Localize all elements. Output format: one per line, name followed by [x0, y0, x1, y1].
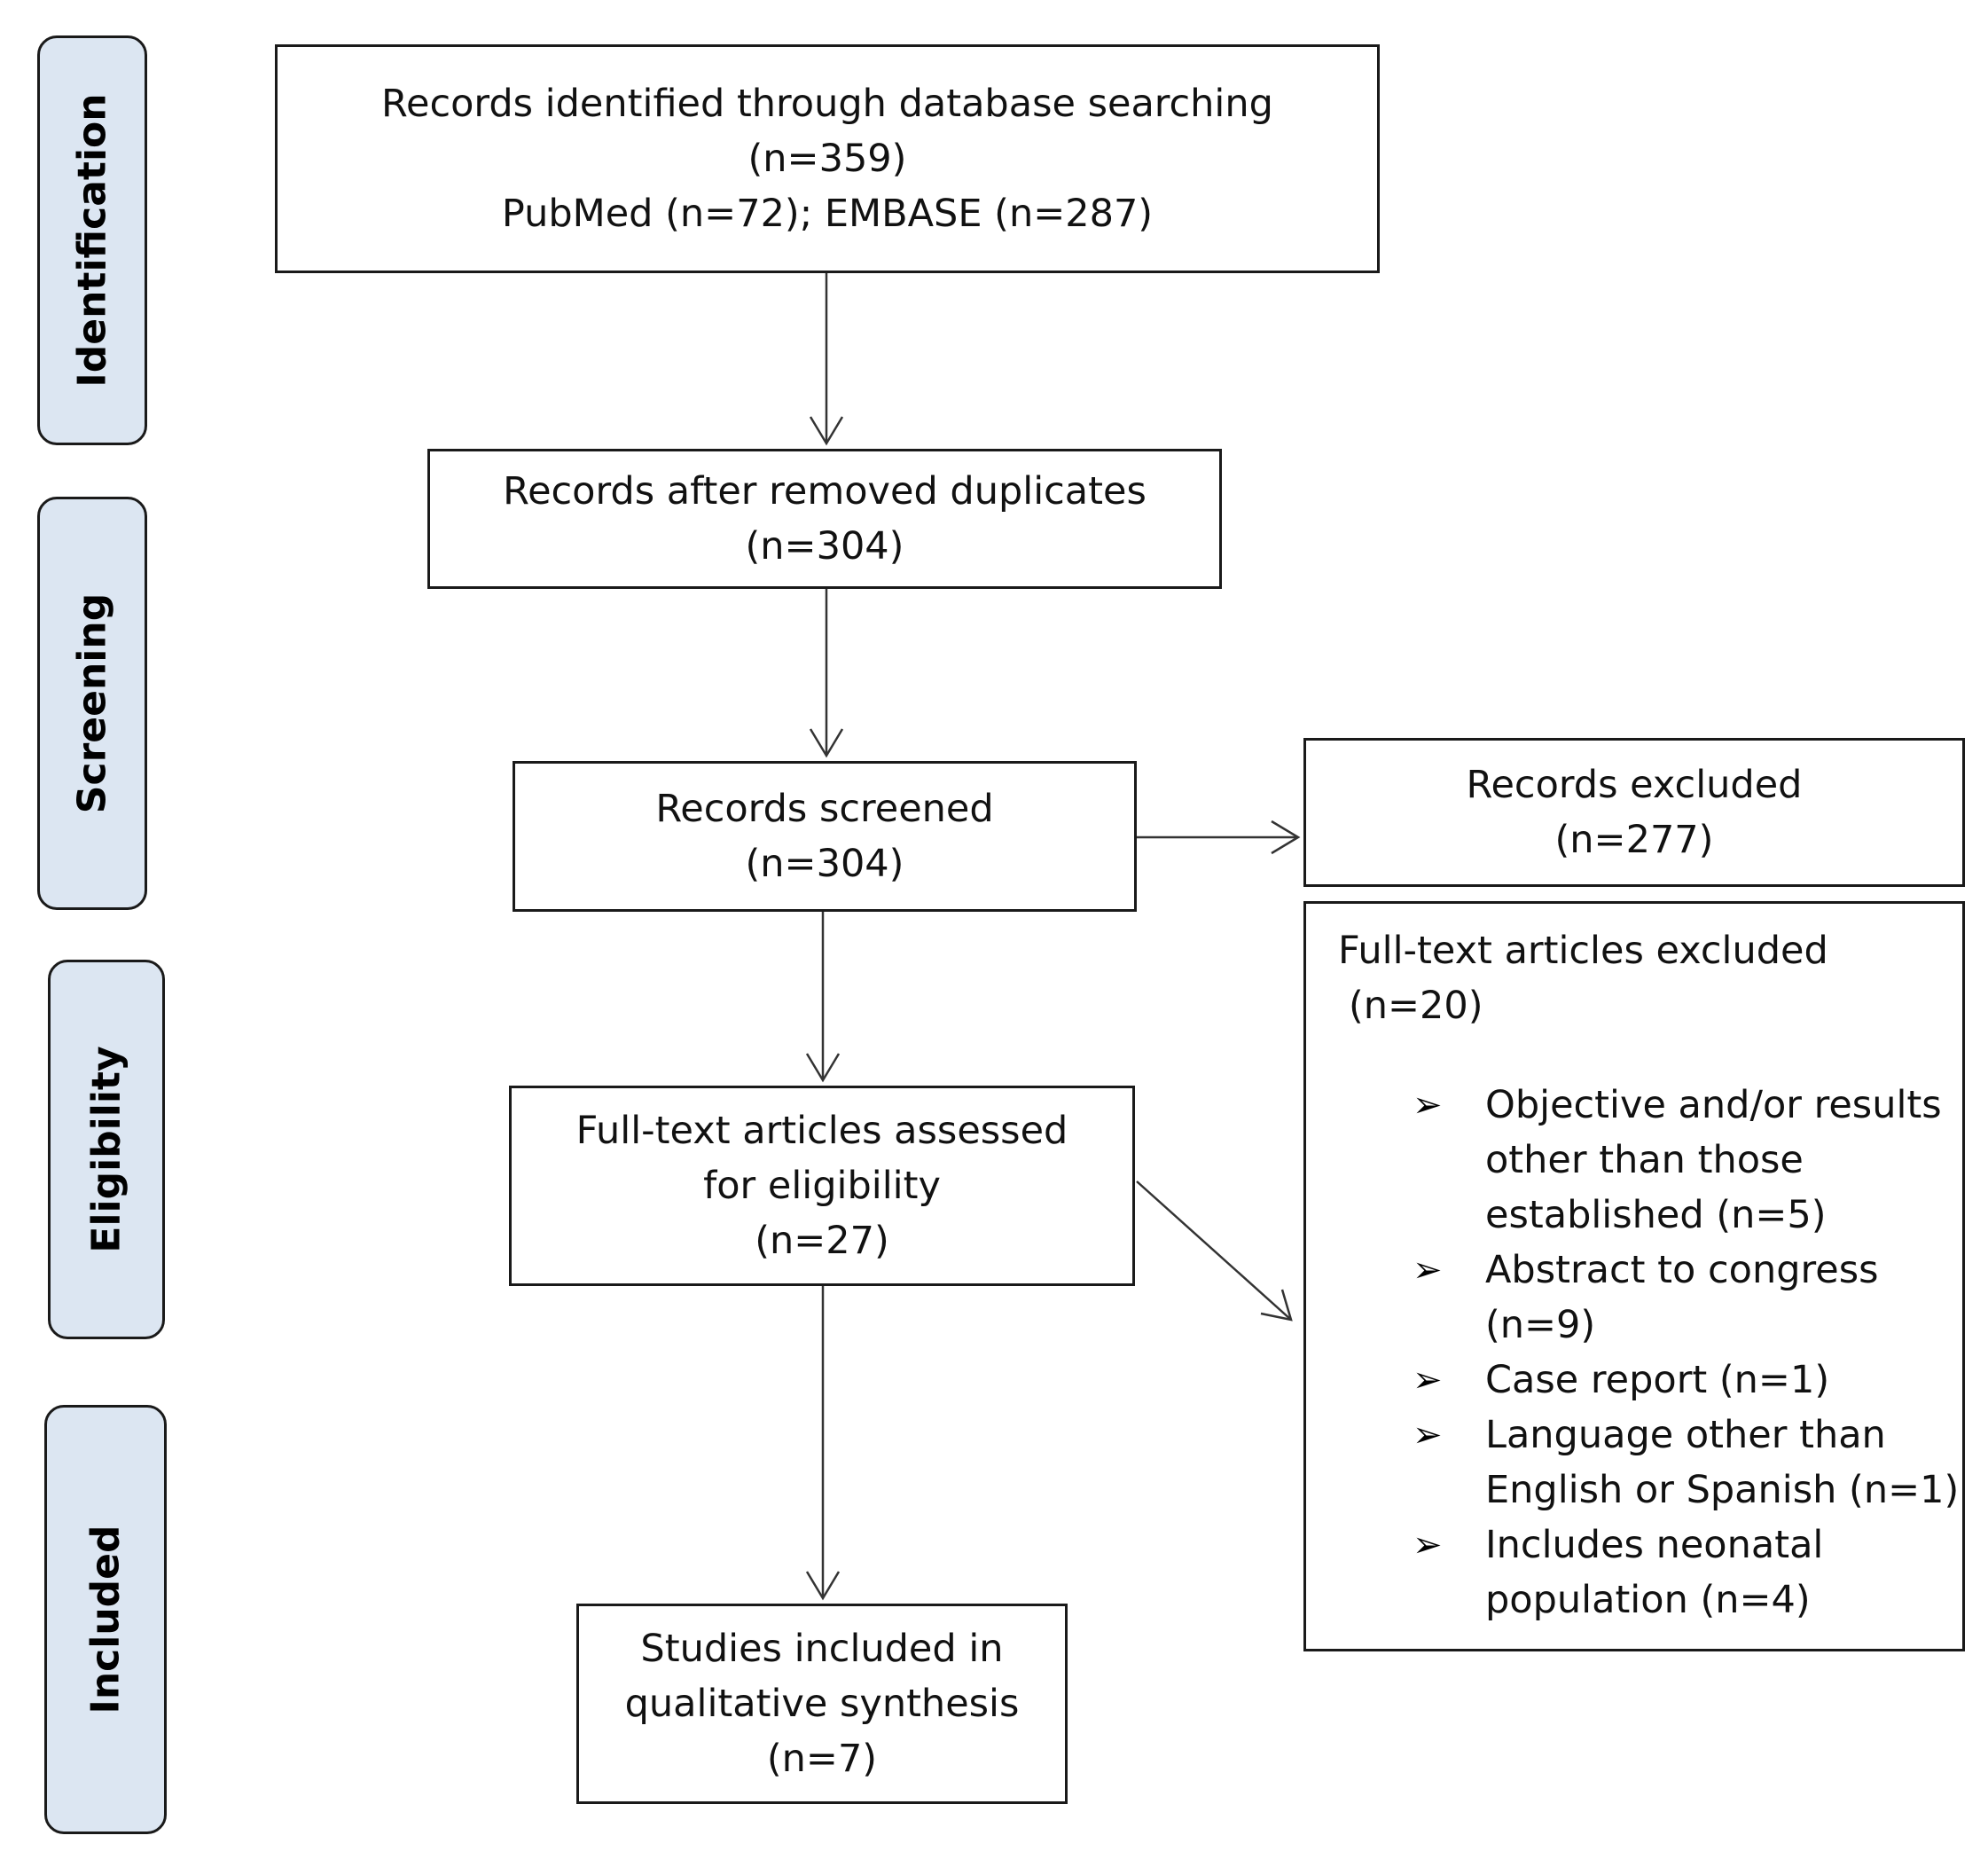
- box-records-excluded: Records excluded (n=277): [1303, 738, 1965, 887]
- stage-eligibility: Eligibility: [48, 960, 165, 1339]
- arrowhead-bullet-icon: ➢: [1413, 1525, 1443, 1565]
- arrow-screened-to-fulltext: [805, 912, 841, 1083]
- arrowhead-bullet-icon: ➢: [1413, 1360, 1443, 1400]
- box-line: (n=359): [747, 137, 907, 181]
- reason-line: Language other than: [1485, 1413, 1886, 1457]
- box-line: Records excluded: [1466, 763, 1803, 807]
- excluded-title: Full-text articles excluded: [1338, 929, 1828, 973]
- arrowhead-bullet-icon: ➢: [1413, 1415, 1443, 1455]
- reason-line: population (n=4): [1485, 1578, 1811, 1622]
- arrowhead-bullet-icon: ➢: [1413, 1085, 1443, 1126]
- box-line: PubMed (n=72); EMBASE (n=287): [501, 192, 1154, 236]
- box-line: (n=304): [745, 842, 904, 886]
- box-studies-included: Studies included in qualitative synthesi…: [576, 1604, 1068, 1804]
- box-line: qualitative synthesis: [624, 1682, 1020, 1726]
- exclusion-reason: ➢ Abstract to congress (n=9): [1338, 1243, 1959, 1353]
- box-full-text-excluded: Full-text articles excluded (n=20) ➢ Obj…: [1303, 901, 1965, 1651]
- box-line: Records screened: [655, 787, 994, 831]
- box-line: Records after removed duplicates: [503, 469, 1147, 514]
- box-line: (n=277): [1554, 818, 1714, 862]
- box-line: Records identified through database sear…: [381, 82, 1273, 126]
- stage-screening: Screening: [37, 497, 147, 910]
- reason-line: other than those: [1485, 1138, 1804, 1182]
- box-line: (n=27): [755, 1219, 889, 1263]
- box-records-screened: Records screened (n=304): [513, 761, 1137, 912]
- stage-identification: Identification: [37, 35, 147, 445]
- exclusion-reason: ➢ Language other than English or Spanish…: [1338, 1408, 1959, 1518]
- box-full-text-assessed: Full-text articles assessed for eligibil…: [509, 1086, 1135, 1286]
- reason-line: Objective and/or results: [1485, 1083, 1942, 1127]
- arrow-screened-to-excluded: [1137, 820, 1301, 855]
- reason-line: Case report (n=1): [1485, 1358, 1830, 1402]
- exclusion-reasons: ➢ Objective and/or results other than th…: [1338, 1078, 1959, 1628]
- box-after-duplicates: Records after removed duplicates (n=304): [427, 449, 1222, 589]
- excluded-count: (n=20): [1349, 984, 1483, 1028]
- arrow-fulltext-to-included: [805, 1286, 841, 1601]
- arrowhead-bullet-icon: ➢: [1413, 1250, 1443, 1290]
- box-records-identified: Records identified through database sear…: [275, 44, 1380, 273]
- reason-line: (n=9): [1485, 1303, 1596, 1347]
- exclusion-reason: ➢ Case report (n=1): [1338, 1353, 1959, 1408]
- arrow-identified-to-duplicates: [809, 273, 844, 446]
- reason-line: Includes neonatal: [1485, 1523, 1824, 1567]
- box-line: Full-text articles assessed: [575, 1109, 1068, 1153]
- box-line: (n=304): [745, 524, 904, 569]
- arrow-duplicates-to-screened: [809, 589, 844, 758]
- box-line: (n=7): [766, 1737, 878, 1781]
- reason-line: established (n=5): [1485, 1193, 1827, 1237]
- box-line: for eligibility: [703, 1164, 941, 1208]
- stage-included: Included: [44, 1405, 167, 1834]
- reason-line: English or Spanish (n=1): [1485, 1468, 1960, 1512]
- exclusion-reason: ➢ Includes neonatal population (n=4): [1338, 1518, 1959, 1628]
- box-line: Studies included in: [640, 1627, 1004, 1671]
- exclusion-reason: ➢ Objective and/or results other than th…: [1338, 1078, 1959, 1243]
- arrow-fulltext-to-excluded: [1136, 1181, 1293, 1322]
- reason-line: Abstract to congress: [1485, 1248, 1879, 1292]
